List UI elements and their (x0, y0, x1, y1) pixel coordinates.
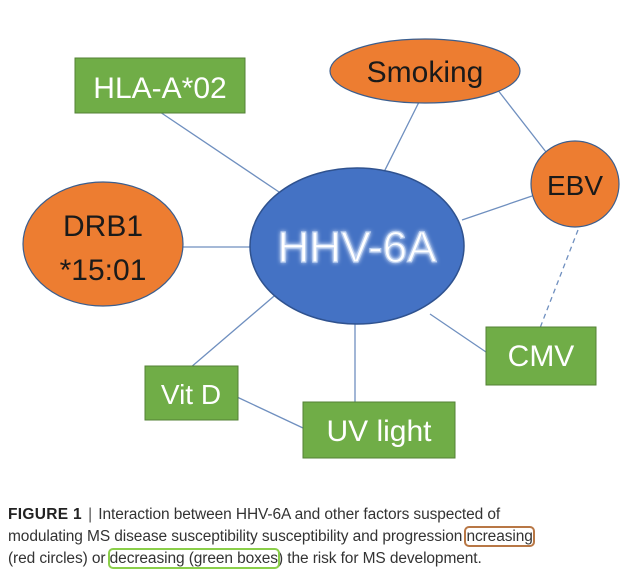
node-ebv-label: EBV (547, 170, 603, 201)
edge-vitd-center (189, 290, 281, 369)
center-label: HHV-6A (278, 223, 438, 272)
node-uv-light-label: UV light (326, 415, 432, 448)
figure-label: FIGURE 1 (8, 506, 82, 523)
caption-line-1: FIGURE 1 | Interaction between HHV-6A an… (8, 504, 633, 526)
increasing-highlight: ncreasing (464, 526, 535, 547)
edge-ebv-cmv-dashed (539, 229, 579, 329)
caption-line2-text: modulating MS disease susceptibility sus… (8, 528, 467, 545)
edge-ebv-center (461, 195, 533, 221)
node-hla-a02-label: HLA-A*02 (93, 72, 226, 105)
caption-line-3: (red circles) or decreasing (green boxes… (8, 548, 633, 570)
node-uv-light: UV light (302, 401, 456, 459)
node-vit-d-label: Vit D (161, 379, 221, 410)
caption-line3-post: ) the risk for MS development. (277, 550, 482, 567)
node-smoking-label: Smoking (367, 56, 484, 89)
decreasing-highlight: decreasing (green boxes (107, 548, 280, 569)
caption-line3-pre: (red circles) or (8, 550, 110, 567)
edge-vitd-uv (236, 396, 304, 429)
connectors (159, 88, 579, 429)
caption-line-2: modulating MS disease susceptibility sus… (8, 526, 633, 548)
figure-caption: FIGURE 1 | Interaction between HHV-6A an… (8, 504, 633, 570)
node-vit-d: Vit D (144, 365, 239, 421)
node-ebv: EBV (530, 140, 620, 228)
edge-hla-center (159, 111, 286, 197)
node-drb1-label-line1: DRB1 (63, 210, 143, 243)
interaction-diagram: HLA-A*02 Smoking EBV DRB1 *15:01 HHV-6A … (22, 38, 620, 459)
edge-smoking-ebv (496, 88, 547, 153)
caption-line1-text: Interaction between HHV-6A and other fac… (98, 506, 501, 523)
node-cmv-label: CMV (508, 340, 575, 373)
node-smoking: Smoking (329, 38, 521, 104)
edge-cmv-center (429, 313, 487, 353)
node-cmv: CMV (485, 326, 597, 386)
node-drb1-1501: DRB1 *15:01 (22, 181, 184, 307)
node-hla-a02: HLA-A*02 (74, 57, 246, 114)
node-hhv-6a-center: HHV-6A (249, 167, 465, 325)
node-drb1-label-line2: *15:01 (60, 254, 147, 287)
caption-separator: | (88, 506, 93, 523)
